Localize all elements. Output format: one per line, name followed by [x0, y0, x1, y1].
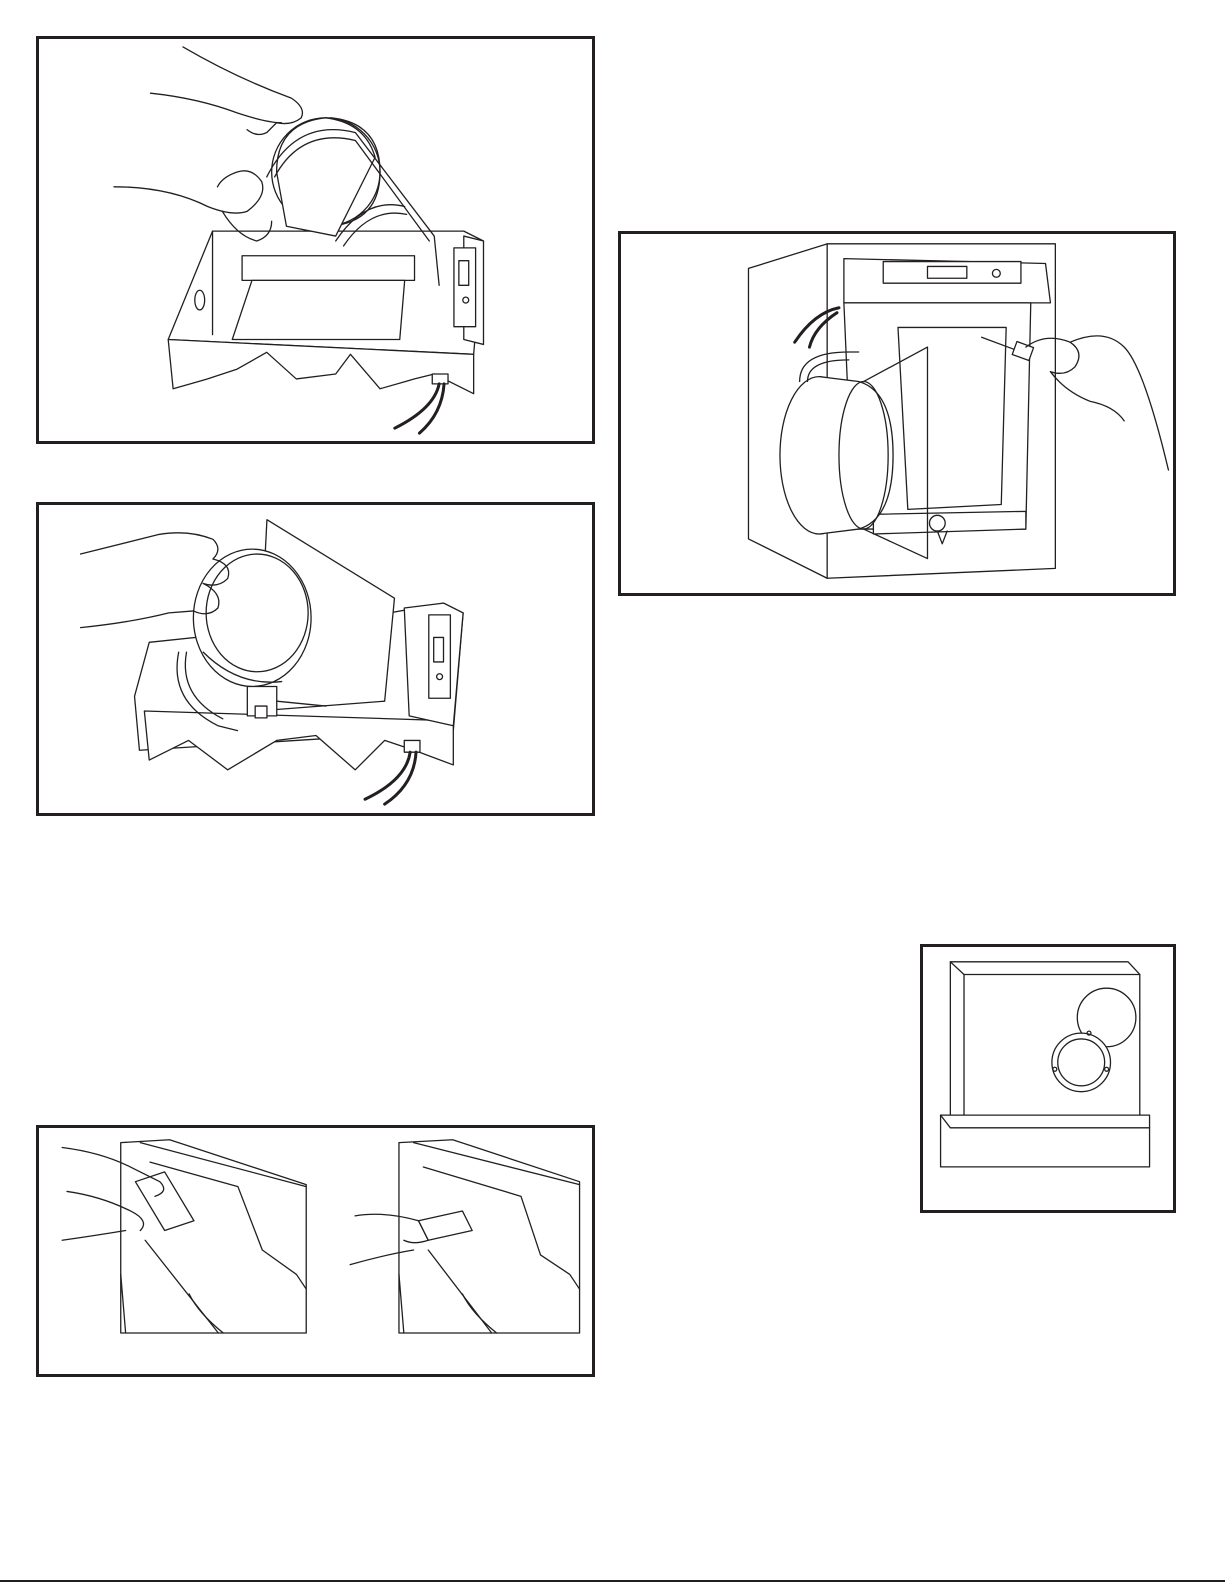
figure-strap-attachment [36, 36, 595, 444]
figure-screw-install [618, 231, 1176, 596]
figure-strap-attachment-drawing [39, 39, 592, 441]
figure-duct-knockout-drawing [923, 947, 1173, 1210]
figure-tab-fold-drawing [39, 1128, 592, 1374]
figure-motor-install-drawing [39, 505, 592, 813]
footer-rule [0, 1580, 1225, 1582]
figure-duct-knockout [920, 944, 1176, 1213]
figure-motor-install [36, 502, 595, 816]
figure-screw-install-drawing [621, 234, 1173, 593]
figure-tab-fold [36, 1125, 595, 1377]
